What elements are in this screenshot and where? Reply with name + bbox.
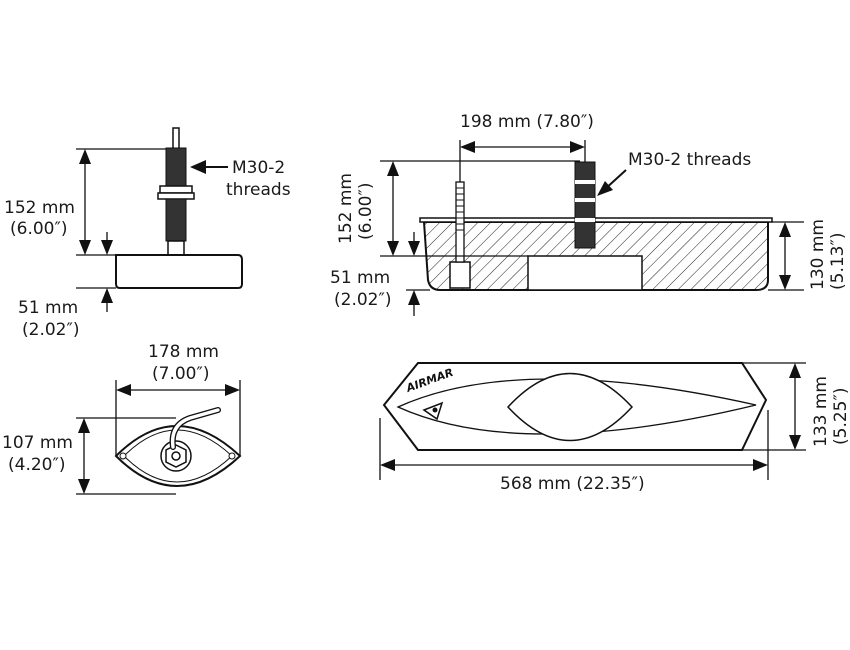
right-side-view: 198 mm (7.80″) M30-2 threads 152 mm (6.0… [330,112,848,316]
thread-leader-arrow [597,181,613,196]
dim-arrowhead [408,241,420,256]
depth-in-label: (5.13″) [828,233,848,290]
depth-mm-label: 107 mm [2,433,73,453]
thread-label-line2: threads [226,180,291,200]
threaded-stem [165,147,187,187]
dim-arrowhead [789,363,801,378]
thread-label-line1: M30-2 [232,158,285,178]
thread-leader-arrow [190,160,206,174]
logo-dot-icon [432,407,438,413]
dim-arrowhead [408,290,420,305]
right-bottom-view: AIRMAR 133 mm (5.25″) 568 mm (22.35″) [379,362,850,494]
spacing-label: 198 mm (7.80″) [460,112,594,132]
transducer-window [506,372,634,442]
hex-nut [159,185,193,194]
width-mm-label: 178 mm [148,342,219,362]
hub-center [171,451,181,461]
bolt-threads [456,187,464,231]
dim-arrowhead [225,384,240,396]
stem-thread-bands [575,180,595,222]
lower-stem [165,198,187,242]
stem-collar [167,240,185,256]
dim-arrowhead [789,435,801,450]
washer [157,192,195,200]
left-bottom-view: 178 mm (7.00″) 107 mm (4.20″) [2,342,242,495]
dim-arrowhead [101,288,113,303]
dim-arrowhead [79,240,91,255]
width-mm-label: 133 mm [811,376,831,447]
height-mm-label: 152 mm [4,198,75,218]
depth-in-label: (4.20″) [8,455,65,475]
mount-hole-right [228,452,236,460]
small-pocket [449,261,471,289]
housing-body [115,254,243,289]
base-mm-label: 51 mm [330,268,390,288]
dim-arrowhead [387,241,399,256]
threaded-stem [574,161,596,249]
top-flange [419,217,773,223]
dim-arrowhead [101,240,113,255]
height-in-label: (6.00″) [10,219,67,239]
dim-arrowhead [387,161,399,176]
length-label: 568 mm (22.35″) [500,474,645,494]
dim-arrowhead [116,384,131,396]
width-in-label: (5.25″) [831,388,850,445]
dim-arrowhead [779,222,791,237]
mount-hole-left [119,452,127,460]
height-in-label: (6.00″) [356,183,376,240]
hull-inner-curve [396,378,757,435]
dim-arrowhead [78,479,90,494]
base-in-label: (2.02″) [334,290,391,310]
element-pocket [527,255,643,291]
base-in-label: (2.02″) [22,320,79,340]
left-side-view: 152 mm (6.00″) M30-2 threads 51 mm (2.02… [4,127,291,340]
dim-arrowhead [779,275,791,290]
dim-arrowhead [460,141,475,153]
dim-arrowhead [79,149,91,164]
dim-arrowhead [78,418,90,433]
base-mm-label: 51 mm [18,298,78,318]
threads-label: M30-2 threads [628,150,751,170]
width-in-label: (7.00″) [152,364,209,384]
height-mm-label: 152 mm [336,173,356,244]
cable-inner [170,408,220,449]
dim-arrowhead [753,459,768,471]
dim-arrowhead [570,141,585,153]
depth-mm-label: 130 mm [808,219,828,290]
stem-tip [172,127,180,151]
dim-arrowhead [380,459,395,471]
